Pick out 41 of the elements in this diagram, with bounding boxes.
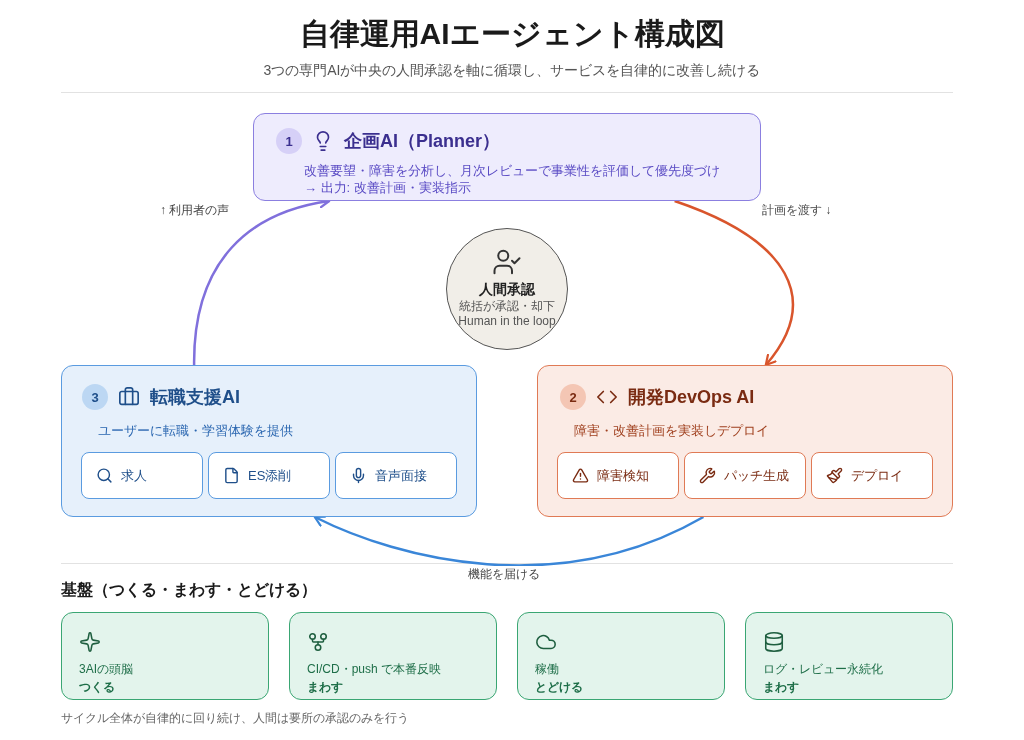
step-number: 2: [560, 384, 586, 410]
card-role: つくる: [79, 679, 115, 695]
panel-description: 障害・改善計画を実装しデプロイ: [574, 422, 769, 439]
section-heading: 基盤（つくる・まわす・とどける）: [61, 580, 317, 600]
panel-description: ユーザーに転職・学習体験を提供: [98, 422, 293, 439]
panel-heading: 転職支援AI: [150, 386, 240, 409]
step-number: 3: [82, 384, 108, 410]
agent-panel: [61, 365, 477, 517]
service-card: [289, 612, 497, 700]
footnote: サイクル全体が自律的に回り続け、人間は要所の承認のみを行う: [61, 710, 409, 727]
approval-note: Human in the loop: [458, 314, 556, 329]
agent-panel: [537, 365, 953, 517]
feature-chip: 音声面接: [335, 452, 457, 499]
card-role: とどける: [535, 679, 583, 695]
card-description: ログ・レビュー永続化: [763, 661, 883, 677]
service-card: [517, 612, 725, 700]
feature-chip: ES添削: [208, 452, 330, 499]
card-description: CI/CD・push で本番反映: [307, 661, 442, 677]
edge-label: 機能を届ける: [466, 566, 542, 583]
feature-chip: パッチ生成: [684, 452, 806, 499]
cycle-arrow: [674, 199, 794, 367]
card-description: 稼働: [535, 661, 559, 677]
feature-chip: 求人: [81, 452, 203, 499]
card-description: 3AIの頭脳: [79, 661, 133, 677]
approval-note: 統括が承認・却下: [459, 299, 555, 314]
panel-heading: 企画AI（Planner）: [344, 130, 501, 153]
feature-chip: 障害検知: [557, 452, 679, 499]
step-number: 1: [276, 128, 302, 154]
card-role: まわす: [763, 679, 799, 695]
approval-heading: 人間承認: [479, 281, 535, 299]
diagram-title: 自律運用AIエージェント構成図: [298, 16, 726, 52]
service-card: [745, 612, 953, 700]
panel-heading: 開発DevOps AI: [628, 386, 755, 409]
card-role: まわす: [307, 679, 343, 695]
service-card: [61, 612, 269, 700]
panel-description: 改善要望・障害を分析し、月次レビューで事業性を評価して優先度づけ → 出力: 改善計画・実装指示: [304, 162, 720, 196]
agent-panel: [253, 113, 761, 201]
subtitle: 3つの専門AIが中央の人間承認を軸に循環し、サービスを自律的に改善し続ける: [262, 62, 762, 80]
cycle-arrow: [313, 515, 704, 567]
edge-label: ↑ 利用者の声: [158, 202, 232, 219]
feature-chip: デプロイ: [811, 452, 933, 499]
